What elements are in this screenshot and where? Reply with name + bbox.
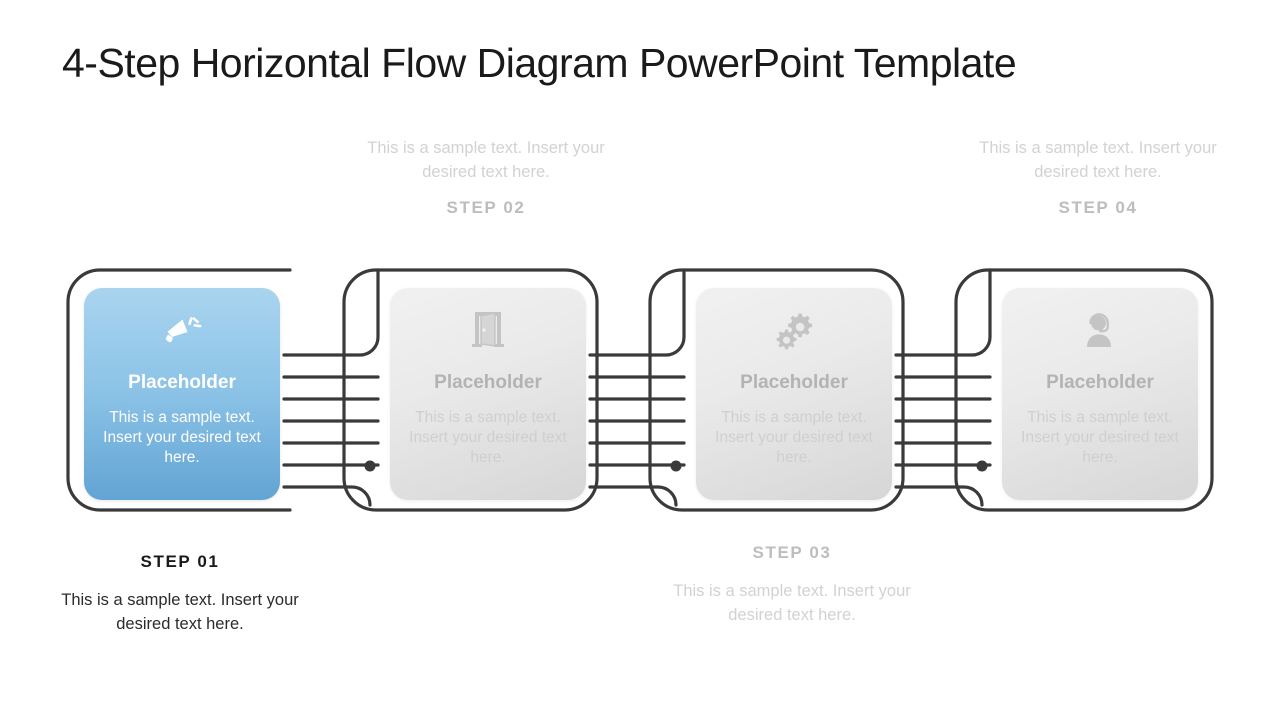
- step-caption-1: STEP 01 This is a sample text. Insert yo…: [57, 552, 303, 636]
- step-card-3[interactable]: Placeholder This is a sample text. Inser…: [696, 288, 892, 500]
- card-title: Placeholder: [740, 372, 848, 393]
- connector-1-2: [282, 268, 380, 507]
- step-text: This is a sample text. Insert your desir…: [979, 139, 1217, 181]
- connector-2-3: [588, 268, 686, 507]
- connector-3-4: [894, 268, 992, 507]
- step-text: This is a sample text. Insert your desir…: [367, 139, 605, 181]
- step-label: STEP 02: [446, 198, 526, 217]
- card-body: This is a sample text. Insert your desir…: [715, 409, 873, 466]
- card-title: Placeholder: [1046, 372, 1154, 393]
- step-text: This is a sample text. Insert your desir…: [61, 591, 299, 633]
- connector-dot-2: [670, 460, 682, 472]
- door-icon: [470, 310, 506, 350]
- connector-dot-3: [976, 460, 988, 472]
- step-card-1[interactable]: Placeholder This is a sample text. Inser…: [84, 288, 280, 500]
- card-body: This is a sample text. Insert your desir…: [103, 409, 261, 466]
- step-card-4[interactable]: Placeholder This is a sample text. Inser…: [1002, 288, 1198, 500]
- card-body: This is a sample text. Insert your desir…: [1021, 409, 1179, 466]
- step-caption-2: This is a sample text. Insert your desir…: [363, 136, 609, 218]
- step-caption-3: STEP 03 This is a sample text. Insert yo…: [669, 543, 915, 627]
- megaphone-icon: [162, 310, 202, 350]
- step-label: STEP 03: [752, 543, 832, 562]
- connector-dot-1: [364, 460, 376, 472]
- gears-icon: [774, 310, 814, 350]
- step-card-2[interactable]: Placeholder This is a sample text. Inser…: [390, 288, 586, 500]
- step-text: This is a sample text. Insert your desir…: [673, 582, 911, 624]
- card-title: Placeholder: [434, 372, 542, 393]
- step-caption-4: This is a sample text. Insert your desir…: [975, 136, 1221, 218]
- headset-agent-icon: [1080, 310, 1120, 350]
- step-label: STEP 04: [1058, 198, 1138, 217]
- card-title: Placeholder: [128, 372, 236, 393]
- page-title: 4-Step Horizontal Flow Diagram PowerPoin…: [62, 40, 1017, 86]
- card-body: This is a sample text. Insert your desir…: [409, 409, 567, 466]
- step-label: STEP 01: [140, 552, 220, 571]
